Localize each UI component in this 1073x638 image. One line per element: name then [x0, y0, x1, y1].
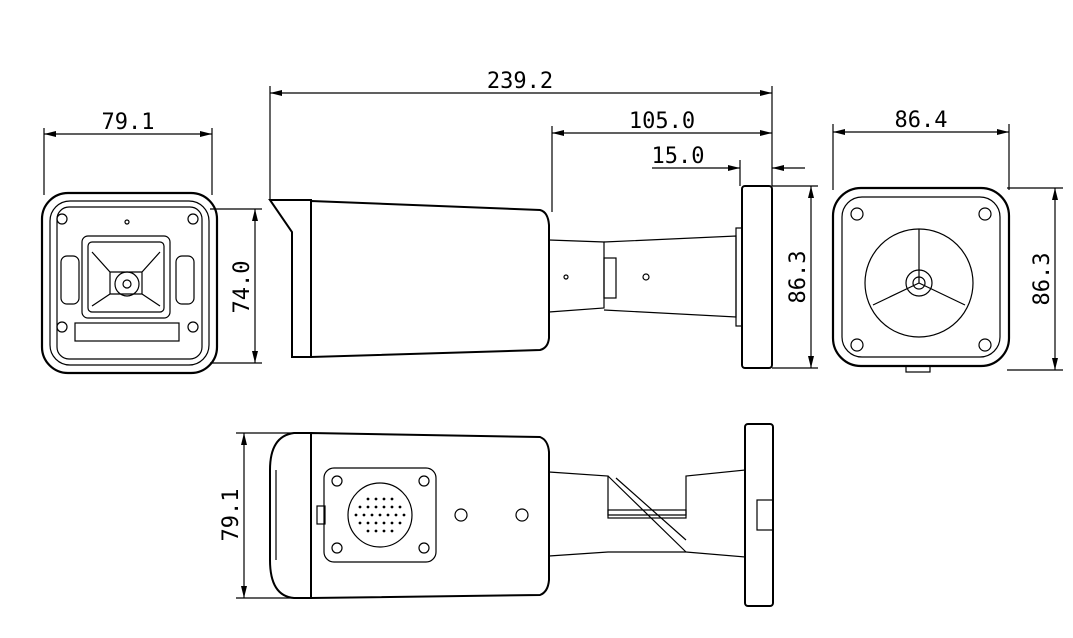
bottom-hole-icon [515, 508, 529, 522]
front-sensor-dot [124, 219, 130, 225]
front-lens-frame-inner [87, 241, 165, 313]
bottom-screw-icon [331, 542, 343, 554]
bottom-view: 79.1 [219, 423, 774, 607]
bottom-access-cover [323, 467, 437, 563]
front-lens [114, 271, 140, 297]
dim-front-height-label: 74.0 [230, 261, 255, 314]
rear-screw-icon [978, 207, 992, 221]
side-bracket-neck [548, 239, 605, 313]
front-lower-panel [74, 322, 180, 342]
front-screw-icon [187, 321, 199, 333]
bottom-grille-holes [354, 497, 406, 533]
front-screw-icon [187, 213, 199, 225]
side-bracket-joint [603, 257, 617, 299]
rear-drain-tab [905, 365, 931, 373]
bottom-screw-icon [331, 475, 343, 487]
bottom-screw-icon [418, 542, 430, 554]
bottom-bracket-diagonal [607, 475, 687, 553]
front-screw-icon [56, 321, 68, 333]
dim-base-thickness-label: 15.0 [652, 144, 705, 169]
bottom-screw-icon [418, 475, 430, 487]
front-view: 79.1 74.0 [40, 110, 262, 375]
front-lens-bracket [91, 251, 161, 307]
bottom-bracket [548, 469, 746, 558]
side-sunshield [268, 199, 312, 358]
rear-cable-hole [905, 269, 933, 297]
rear-base-inner [841, 196, 1001, 358]
bottom-mount-base [744, 423, 774, 607]
rear-ribs [872, 229, 966, 306]
front-lens-center [122, 279, 132, 289]
bottom-base-notch [756, 499, 774, 531]
front-housing-inner [49, 200, 210, 366]
bottom-speaker-grille [347, 482, 413, 548]
side-screw-icon [563, 274, 569, 280]
rear-view: 86.4 86.3 [831, 108, 1063, 373]
front-ir-led-left [60, 255, 80, 305]
dim-rear-width-label: 86.4 [895, 108, 948, 133]
rear-screw-icon [850, 207, 864, 221]
rear-cable-hole-inner [912, 276, 926, 290]
front-glass [56, 206, 203, 360]
side-housing [310, 199, 550, 359]
front-housing-outline [40, 191, 219, 375]
rear-screw-icon [978, 338, 992, 352]
front-ir-led-right [175, 255, 195, 305]
bottom-bracket-clamp [607, 509, 687, 519]
dim-rear-height-label: 86.3 [1030, 253, 1055, 306]
dim-front-width-label: 79.1 [102, 110, 155, 135]
bottom-cover-tab [316, 505, 326, 525]
side-screw-icon [642, 273, 650, 281]
bottom-housing [310, 431, 550, 600]
dim-side-base-height-label: 86.3 [786, 251, 811, 304]
dim-bracket-length-label: 105.0 [629, 109, 695, 134]
rear-screw-icon [850, 338, 864, 352]
side-bracket-arm [603, 235, 737, 318]
dim-total-length-label: 239.2 [487, 69, 553, 94]
front-lens-frame [81, 235, 171, 319]
side-view: 239.2 105.0 15.0 86.3 [268, 69, 818, 369]
front-screw-icon [56, 213, 68, 225]
side-mount-base [741, 185, 773, 369]
dim-bottom-height-label: 79.1 [219, 489, 244, 542]
bottom-hole-icon [454, 508, 468, 522]
